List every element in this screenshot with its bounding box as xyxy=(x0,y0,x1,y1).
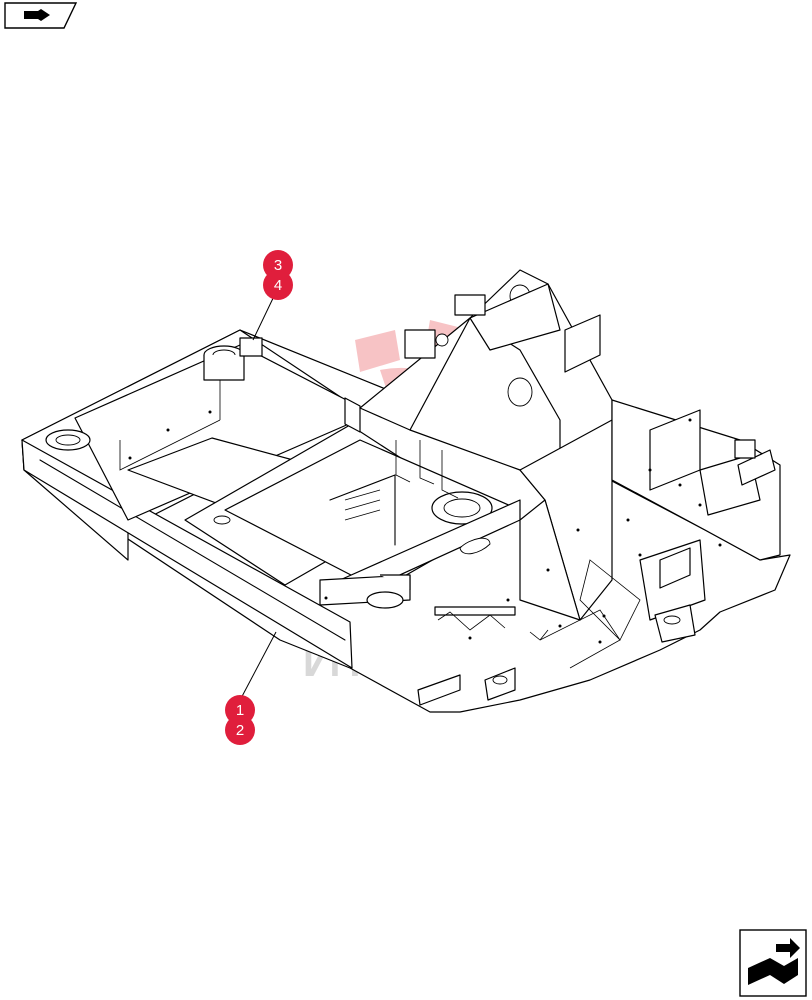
bolt-holes xyxy=(128,410,722,644)
book-arrow-icon[interactable] xyxy=(739,929,807,997)
callout-4[interactable]: 4 xyxy=(263,270,293,300)
upper-frame-drawing xyxy=(21,269,791,713)
callout-4-label: 4 xyxy=(274,277,282,294)
callout-3-label: 3 xyxy=(274,257,282,274)
callout-2-label: 2 xyxy=(236,722,244,739)
callout-2[interactable]: 2 xyxy=(225,715,255,745)
leader-lines xyxy=(237,291,277,705)
pointing-hand-icon[interactable] xyxy=(4,2,78,29)
callout-1-label: 1 xyxy=(236,702,244,719)
